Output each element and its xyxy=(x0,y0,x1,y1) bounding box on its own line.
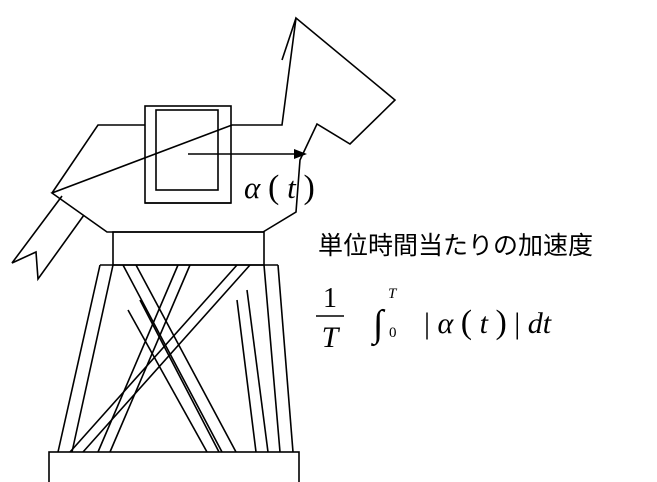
caption-text: 単位時間当たりの加速度 xyxy=(318,231,593,260)
alpha-symbol: α xyxy=(244,170,261,205)
integrand-alpha: α xyxy=(438,307,455,340)
acceleration-label: α ( t ) xyxy=(244,169,315,206)
stand-brace-3b xyxy=(97,264,179,453)
horse-tail xyxy=(11,195,85,282)
stand-brace-1a xyxy=(122,264,223,453)
close-paren: ) xyxy=(303,169,314,206)
horse-outline xyxy=(11,16,397,282)
base-block xyxy=(48,451,300,482)
stand-brace-4b xyxy=(139,299,220,453)
stand-brace-1b xyxy=(135,264,237,453)
arrow-head xyxy=(294,149,307,159)
integrand-variable: t xyxy=(480,307,489,340)
stand-brace-5a xyxy=(236,299,257,453)
integrand-open-paren: ( xyxy=(461,304,472,341)
integral-lower-limit: 0 xyxy=(389,325,397,341)
horse-ear xyxy=(281,17,297,61)
differential: dt xyxy=(528,307,552,340)
abs-bar-right: | xyxy=(514,307,520,340)
stand-leg-left-inner xyxy=(71,264,114,453)
mean-acceleration-formula: 1 T ∫ T 0 | α ( t ) | dt xyxy=(316,283,552,354)
stand-brace-5b xyxy=(246,289,269,453)
stand-leg-right xyxy=(277,264,294,453)
platform xyxy=(100,231,278,266)
fraction-numerator: 1 xyxy=(323,283,337,314)
stand-brace-4a xyxy=(127,309,208,453)
integral-sign: ∫ xyxy=(371,303,386,347)
stand-leg-left xyxy=(57,264,101,453)
support-stand xyxy=(57,264,294,453)
platform-block xyxy=(112,231,265,266)
horse-body-outline xyxy=(50,16,397,233)
stand-leg-right-inner xyxy=(263,264,281,453)
integral-upper-limit: T xyxy=(388,286,398,302)
integrand: | α ( t ) | dt xyxy=(424,304,552,341)
time-variable: t xyxy=(287,170,297,205)
abs-bar-left: | xyxy=(424,307,430,340)
stand-brace-3a xyxy=(109,264,191,453)
stand-brace-2b xyxy=(69,264,238,453)
seat-inner-frame xyxy=(155,109,219,191)
integrand-close-paren: ) xyxy=(495,304,506,341)
acceleration-arrow xyxy=(188,149,307,159)
fraction-denominator: T xyxy=(322,321,341,354)
open-paren: ( xyxy=(268,169,279,206)
